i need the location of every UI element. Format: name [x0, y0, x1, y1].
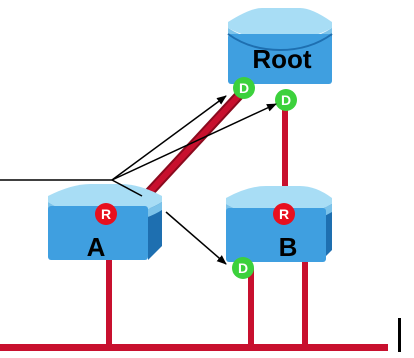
- switch-a[interactable]: [48, 184, 162, 260]
- designated-port-root-left: D: [233, 77, 255, 99]
- svg-text:D: D: [238, 260, 248, 276]
- lan-segment-end-marker: [398, 318, 401, 352]
- designated-port-root-right: D: [275, 89, 297, 111]
- switch-root-label: Root: [252, 44, 312, 74]
- link-root-b: [282, 100, 288, 212]
- arrow-to-a-port: [111, 179, 143, 197]
- lan-segment: [0, 344, 388, 351]
- root-port-b: R: [273, 203, 295, 225]
- link-b-lan-left: [248, 268, 254, 347]
- arrow-to-root-port-right: [111, 103, 277, 181]
- link-a-lan: [106, 250, 112, 347]
- svg-text:D: D: [239, 80, 249, 96]
- svg-text:R: R: [279, 206, 289, 222]
- switch-b[interactable]: [226, 186, 332, 262]
- root-port-a: R: [95, 203, 117, 225]
- switch-root[interactable]: [227, 8, 333, 84]
- designated-port-b-lan: D: [232, 257, 254, 279]
- arrow-to-b-lan-port: [165, 211, 227, 265]
- callout-arrows: [0, 95, 277, 265]
- switch-a-label: A: [87, 232, 106, 262]
- switch-b-label: B: [279, 232, 298, 262]
- arrow-to-root-port-left: [111, 95, 227, 181]
- link-b-lan-right: [302, 250, 308, 347]
- svg-text:D: D: [281, 92, 291, 108]
- svg-text:R: R: [101, 206, 111, 222]
